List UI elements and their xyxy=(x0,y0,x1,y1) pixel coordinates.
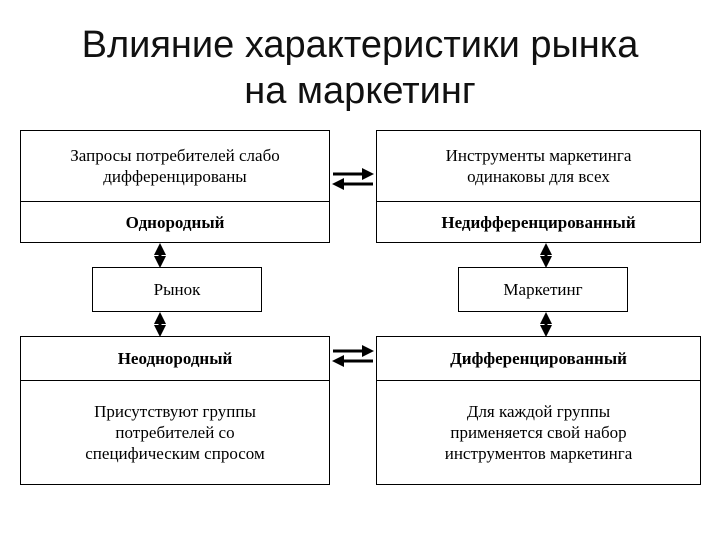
double-arrow-vertical-icon xyxy=(540,243,552,268)
box-divider xyxy=(21,380,329,381)
arrow-right-icon xyxy=(333,345,374,357)
homogeneous-label: Однородный xyxy=(125,212,225,232)
undifferentiated-marketing-box: Инструменты маркетинга одинаковы для все… xyxy=(376,130,701,243)
market-box: Рынок xyxy=(92,267,262,312)
heterogeneous-label: Неоднородный xyxy=(117,349,233,368)
box-divider xyxy=(377,380,700,381)
arrow-right-icon xyxy=(333,168,374,180)
undifferentiated-description: Инструменты маркетинга одинаковы для все… xyxy=(445,146,632,186)
box-divider xyxy=(377,201,700,202)
arrow-left-icon xyxy=(332,355,373,367)
title-line-2: на маркетинг xyxy=(244,70,476,112)
differentiated-description: Для каждой группы применяется свой набор… xyxy=(444,402,633,463)
homogeneous-market-box: Запросы потребителей слабо дифференциров… xyxy=(20,130,330,243)
box-divider xyxy=(21,201,329,202)
differentiated-marketing-box: Дифференцированный Для каждой группы при… xyxy=(376,336,701,485)
title-line-1: Влияние характеристики рынка xyxy=(81,24,639,66)
marketing-label: Маркетинг xyxy=(503,279,583,299)
undifferentiated-label: Недифференцированный xyxy=(441,212,636,232)
market-label: Рынок xyxy=(153,279,201,299)
slide-title: Влияние характеристики рынка на маркетин… xyxy=(0,22,720,114)
double-arrow-vertical-icon xyxy=(540,312,552,337)
heterogeneous-description: Присутствуют группы потребителей со спец… xyxy=(85,402,265,463)
double-arrow-vertical-icon xyxy=(154,243,166,268)
double-arrow-vertical-icon xyxy=(154,312,166,337)
differentiated-label: Дифференцированный xyxy=(450,349,627,368)
heterogeneous-market-box: Неоднородный Присутствуют группы потреби… xyxy=(20,336,330,485)
marketing-box: Маркетинг xyxy=(458,267,628,312)
homogeneous-description: Запросы потребителей слабо дифференциров… xyxy=(70,146,280,186)
arrow-left-icon xyxy=(332,178,373,190)
